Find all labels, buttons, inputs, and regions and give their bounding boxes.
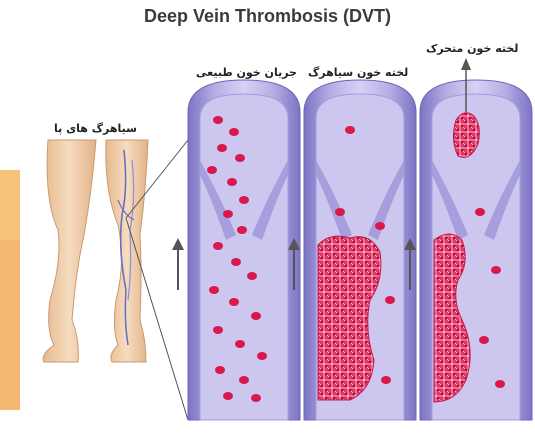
- label-normal-flow: جریان خون طبیعی: [196, 66, 297, 79]
- label-leg-veins: سیاهرگ های پا: [54, 122, 137, 135]
- vein-with-clot: [288, 80, 416, 420]
- flow-arrow-1: [172, 238, 184, 290]
- label-moving-clot: لخته خون متحرک: [426, 42, 518, 55]
- vein-normal-flow: [172, 80, 300, 420]
- vein-moving-clot: [404, 58, 532, 420]
- label-venous-clot: لخته خون سیاهرگ: [308, 66, 408, 79]
- legs-illustration: [43, 140, 188, 420]
